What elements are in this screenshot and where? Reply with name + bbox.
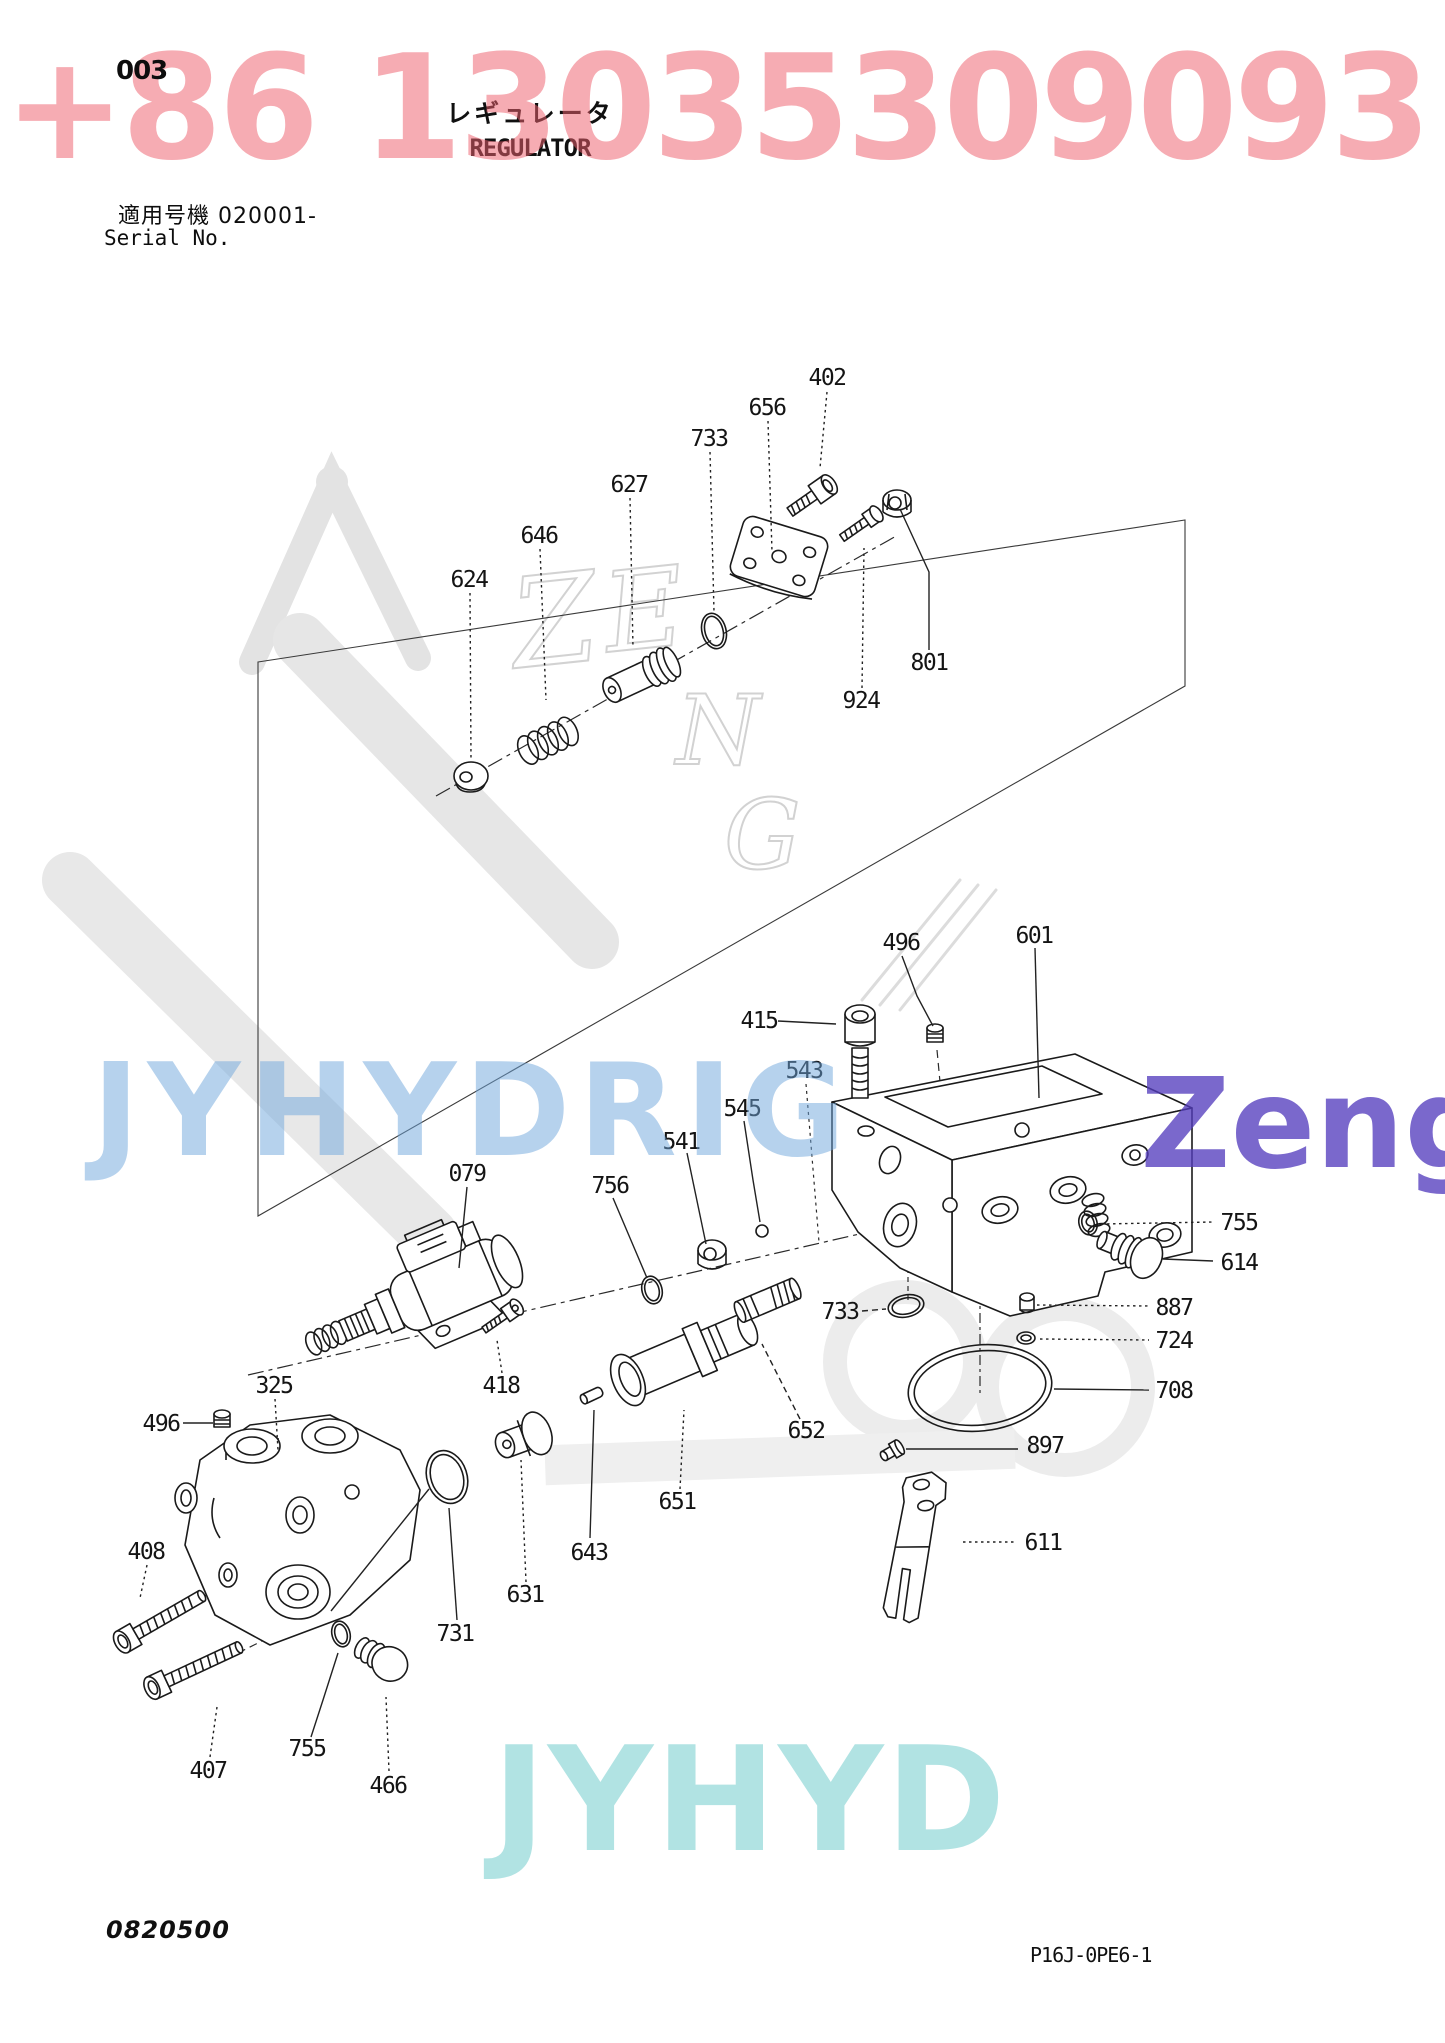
part-label-415: 415 (740, 1008, 779, 1034)
title-block: レギュレータ REGULATOR (420, 94, 640, 162)
part-valvebody-325 (174, 1414, 421, 1646)
part-label-627: 627 (610, 472, 649, 498)
part-plate-656 (729, 515, 829, 600)
part-solenoid-079 (304, 1218, 524, 1356)
part-label-325: 325 (255, 1373, 294, 1399)
part-disc-624 (453, 761, 489, 793)
svg-text:N: N (674, 675, 763, 787)
part-label-646: 646 (520, 523, 559, 549)
part-label-408: 408 (127, 1539, 166, 1565)
page-number: 003 (116, 56, 168, 86)
part-plug-627 (602, 646, 682, 704)
part-oring-733-top (700, 612, 728, 650)
part-oring-755-left (330, 1620, 352, 1648)
part-plug-614 (1096, 1230, 1164, 1280)
part-screw-418 (481, 1298, 525, 1334)
part-label-924: 924 (842, 688, 881, 714)
part-label-624: 624 (450, 567, 489, 593)
part-label-651: 651 (658, 1489, 697, 1515)
part-label-402: 402 (808, 365, 847, 391)
part-pin-643 (579, 1386, 604, 1405)
part-label-601: 601 (1015, 923, 1054, 949)
part-label-407: 407 (189, 1758, 228, 1784)
part-label-631: 631 (506, 1582, 545, 1608)
part-oring-756 (640, 1275, 664, 1305)
perspective-panel (257, 519, 1186, 1217)
part-fork-611 (882, 1471, 947, 1624)
part-bolt-415 (844, 1004, 876, 1099)
part-label-652: 652 (787, 1418, 826, 1444)
part-label-496: 496 (142, 1411, 181, 1437)
part-screw-924 (838, 505, 884, 543)
leader-lines (139, 391, 1214, 1772)
part-label-708: 708 (1155, 1378, 1194, 1404)
part-label-543: 543 (785, 1058, 824, 1084)
part-plug-897 (879, 1439, 906, 1462)
part-oring-733-lower (887, 1293, 925, 1319)
part-label-545: 545 (723, 1096, 762, 1122)
part-label-614: 614 (1220, 1250, 1259, 1276)
part-label-079: 079 (448, 1161, 487, 1187)
title-japanese: レギュレータ (446, 99, 614, 128)
part-point-545 (755, 1224, 769, 1238)
drawing-code: P16J-0PE6-1 (1030, 1943, 1152, 1967)
part-label-733: 733 (821, 1299, 860, 1325)
part-spring-646 (516, 716, 580, 765)
serial-no-label: Serial No. (104, 226, 231, 250)
part-oring-731 (425, 1449, 469, 1505)
part-nut-801 (882, 489, 912, 518)
part-label-756: 756 (591, 1173, 630, 1199)
doc-number: 0820500 (106, 1916, 230, 1944)
part-label-656: 656 (748, 395, 787, 421)
part-label-466: 466 (369, 1773, 408, 1799)
part-plug-466 (353, 1637, 409, 1682)
part-label-496: 496 (882, 930, 921, 956)
part-label-418: 418 (482, 1373, 521, 1399)
part-plug-631 (494, 1411, 553, 1459)
part-label-611: 611 (1024, 1530, 1063, 1556)
part-sleeve-651 (609, 1312, 759, 1407)
part-bolt-402 (786, 474, 839, 517)
part-label-887: 887 (1155, 1295, 1194, 1321)
part-bolt-407 (143, 1641, 244, 1701)
part-plug-887 (1019, 1292, 1035, 1314)
title-english: REGULATOR (469, 134, 591, 162)
part-spool-652 (733, 1277, 802, 1324)
part-label-724: 724 (1155, 1328, 1194, 1354)
part-oring-755-right (1077, 1210, 1099, 1236)
part-label-801: 801 (910, 650, 949, 676)
applicable-serial-jp: 適用号機 020001- (118, 204, 317, 229)
part-setscrew-496-lower (213, 1409, 231, 1428)
part-label-731: 731 (436, 1621, 475, 1647)
part-label-755: 755 (1220, 1210, 1259, 1236)
svg-text:G: G (724, 779, 801, 891)
part-label-897: 897 (1026, 1433, 1065, 1459)
part-oring-708 (907, 1343, 1053, 1433)
part-label-733: 733 (690, 426, 729, 452)
part-label-541: 541 (662, 1129, 701, 1155)
part-label-755: 755 (288, 1736, 327, 1762)
part-bolt-408 (112, 1589, 207, 1654)
part-label-643: 643 (570, 1540, 609, 1566)
part-nut-541 (697, 1239, 727, 1270)
part-ring-724 (1016, 1331, 1036, 1345)
part-setscrew-496-upper (926, 1023, 944, 1043)
